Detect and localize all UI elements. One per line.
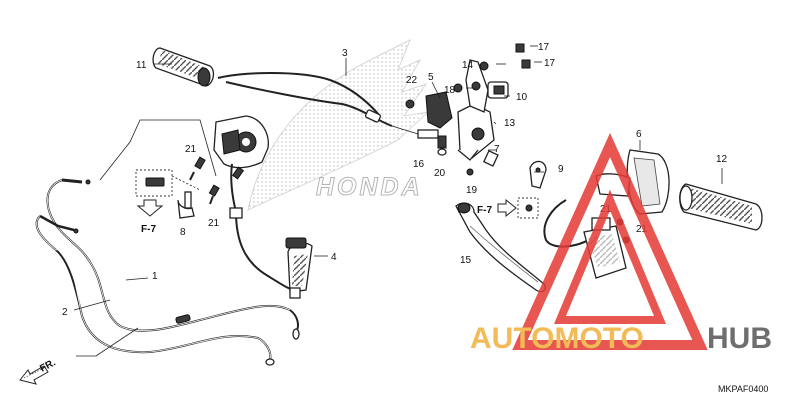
logo-text-hub: HUB [707, 322, 772, 355]
screw-21-a [189, 156, 206, 181]
callout-13: 13 [504, 118, 516, 129]
callout-7: 7 [494, 144, 500, 155]
callout-3: 3 [342, 48, 348, 59]
part-9-bracket [529, 160, 547, 189]
honda-wing-watermark: HONDA [247, 39, 430, 211]
part-12-right-grip [679, 183, 763, 231]
callout-18: 18 [444, 85, 456, 96]
diagram-code: MKPAF0400 [718, 384, 768, 394]
clutch-cables-left [35, 178, 300, 366]
callout-10: 10 [516, 92, 528, 103]
logo-triangle [512, 132, 708, 350]
clutch-bracket [405, 43, 531, 176]
callout-1: 1 [152, 271, 158, 282]
callout-20: 20 [434, 168, 446, 179]
callout-17-a: 17 [538, 42, 550, 53]
callout-21-d: 21 [636, 224, 648, 235]
callout-9: 9 [558, 164, 564, 175]
callout-17-b: 17 [544, 58, 556, 69]
left-grip [152, 47, 215, 87]
part-4-switch [285, 237, 313, 299]
logo-text-automoto: AUTOMOTO [470, 322, 644, 355]
callout-22: 22 [406, 75, 418, 86]
callout-16: 16 [413, 159, 425, 170]
honda-watermark-text: HONDA [316, 173, 423, 201]
part-callouts: 1 2 3 4 5 6 7 8 9 10 11 12 13 14 15 16 1… [62, 42, 728, 318]
callout-21-b: 21 [208, 218, 220, 229]
front-label: FR. [38, 357, 58, 374]
callout-21-a: 21 [185, 144, 197, 155]
leader-lines [73, 45, 723, 357]
automotohub-logo: AUTOMOTO HUB [470, 132, 772, 355]
callout-4: 4 [331, 252, 337, 263]
left-switch-housing [213, 115, 269, 213]
callout-5: 5 [428, 72, 434, 83]
throttle-cable-upper [217, 72, 419, 135]
callout-14: 14 [462, 60, 474, 71]
callout-12: 12 [716, 154, 728, 165]
f7-reference-right [497, 197, 539, 219]
ref-f7-right: F-7 [477, 205, 492, 216]
screw-21-c [231, 166, 245, 180]
front-direction-arrow: FR. [19, 357, 58, 385]
callout-8: 8 [180, 227, 186, 238]
ref-f7-left: F-7 [141, 224, 156, 235]
callout-15: 15 [460, 255, 472, 266]
part-8-assembly [135, 169, 201, 219]
callout-19: 19 [466, 185, 478, 196]
part-15-lever [455, 202, 546, 293]
callout-11: 11 [136, 60, 147, 71]
callout-2: 2 [62, 307, 68, 318]
callout-6: 6 [636, 129, 642, 140]
screw-21-b [208, 184, 220, 205]
